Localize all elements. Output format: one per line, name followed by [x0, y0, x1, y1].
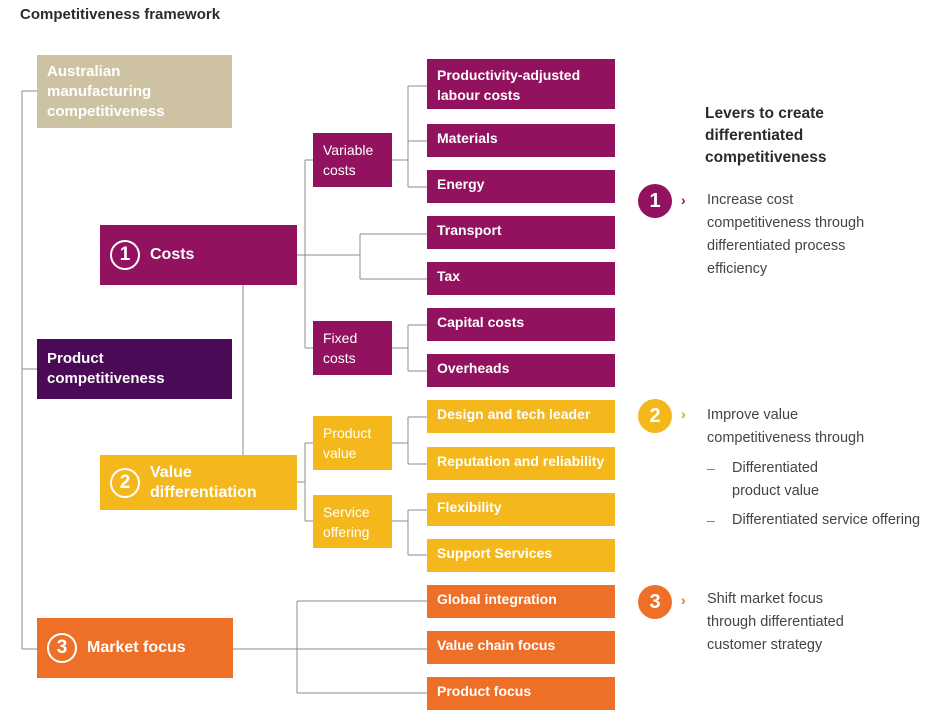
variable-costs-label: Variable costs: [323, 142, 374, 178]
service-offering-label: Service offering: [323, 503, 370, 540]
product-competitiveness-box: Product competitiveness: [37, 339, 232, 399]
lever-3-chevron-icon: ›: [681, 592, 686, 608]
service-offering-box: Service offering: [313, 495, 392, 548]
lever-2-chevron-icon: ›: [681, 406, 686, 422]
leaf-materials: Materials: [427, 124, 615, 157]
market-focus-label: Market focus: [87, 639, 186, 656]
fixed-costs-box: Fixed costs: [313, 321, 392, 375]
levers-title: Levers to create differentiated competit…: [705, 105, 827, 166]
lever-1-badge: 1: [638, 184, 672, 218]
costs-number-badge: 1: [110, 240, 140, 270]
leaf-tax: Tax: [427, 262, 615, 295]
costs-label: Costs: [150, 246, 195, 263]
page-title: Competitiveness framework: [20, 6, 221, 23]
leaf-global-integration-label: Global integration: [437, 591, 557, 607]
value-number-badge: 2: [110, 467, 140, 498]
lever-1-text: Increase cost competitiveness through di…: [707, 192, 865, 277]
variable-costs-box: Variable costs: [313, 133, 392, 187]
leaf-value-chain: Value chain focus: [427, 631, 615, 664]
market-focus-box: 3 Market focus: [37, 618, 233, 678]
leaf-labour-costs: Productivity-adjusted labour costs: [427, 59, 615, 109]
lever-2-dash-1-icon: –: [707, 460, 715, 476]
leaf-tax-label: Tax: [437, 268, 461, 284]
leaf-transport-label: Transport: [437, 222, 502, 238]
leaf-capital-costs: Capital costs: [427, 308, 615, 341]
leaf-support-services: Support Services: [427, 539, 615, 572]
product-competitiveness-label: Product competitiveness: [47, 350, 165, 387]
product-value-box: Product value: [313, 416, 392, 470]
value-differentiation-box: 2 Value differentiation: [100, 455, 297, 510]
market-number-badge: 3: [47, 633, 77, 663]
leaf-energy: Energy: [427, 170, 615, 203]
leaf-design-tech-label: Design and tech leader: [437, 406, 591, 422]
leaf-support-services-label: Support Services: [437, 545, 553, 561]
leaf-reputation-label: Reputation and reliability: [437, 453, 605, 469]
lever-2-text: Improve value competitiveness through: [707, 407, 865, 446]
fixed-costs-label: Fixed costs: [323, 330, 358, 366]
lever-3-text: Shift market focus through differentiate…: [707, 591, 844, 653]
costs-box: 1 Costs: [100, 225, 297, 285]
leaf-flexibility-label: Flexibility: [437, 499, 502, 515]
lever-1-chevron-icon: ›: [681, 192, 686, 208]
leaf-design-tech: Design and tech leader: [427, 400, 615, 433]
lever-2-sub-1: Differentiated product value: [732, 460, 820, 499]
leaf-product-focus: Product focus: [427, 677, 615, 710]
leaf-labour-costs-label: Productivity-adjusted labour costs: [437, 67, 581, 103]
leaf-materials-label: Materials: [437, 130, 498, 146]
australian-manufacturing-box: Australian manufacturing competitiveness: [37, 55, 232, 128]
leaf-overheads: Overheads: [427, 354, 615, 387]
leaf-reputation: Reputation and reliability: [427, 447, 615, 480]
leaf-product-focus-label: Product focus: [437, 683, 532, 699]
lever-2-badge: 2: [638, 399, 672, 433]
leaf-overheads-label: Overheads: [437, 360, 510, 376]
leaf-energy-label: Energy: [437, 176, 485, 192]
leaf-transport: Transport: [427, 216, 615, 249]
lever-3-badge: 3: [638, 585, 672, 619]
leaf-value-chain-label: Value chain focus: [437, 637, 556, 653]
lever-2-dash-2-icon: –: [707, 512, 715, 528]
value-differentiation-label: Value differentiation: [150, 463, 257, 501]
product-value-label: Product value: [323, 425, 372, 461]
leaf-capital-costs-label: Capital costs: [437, 314, 525, 330]
lever-2-sub-2: Differentiated service offering: [732, 512, 921, 528]
leaf-global-integration: Global integration: [427, 585, 615, 618]
leaf-flexibility: Flexibility: [427, 493, 615, 526]
australian-manufacturing-label: Australian manufacturing competitiveness: [47, 62, 165, 120]
